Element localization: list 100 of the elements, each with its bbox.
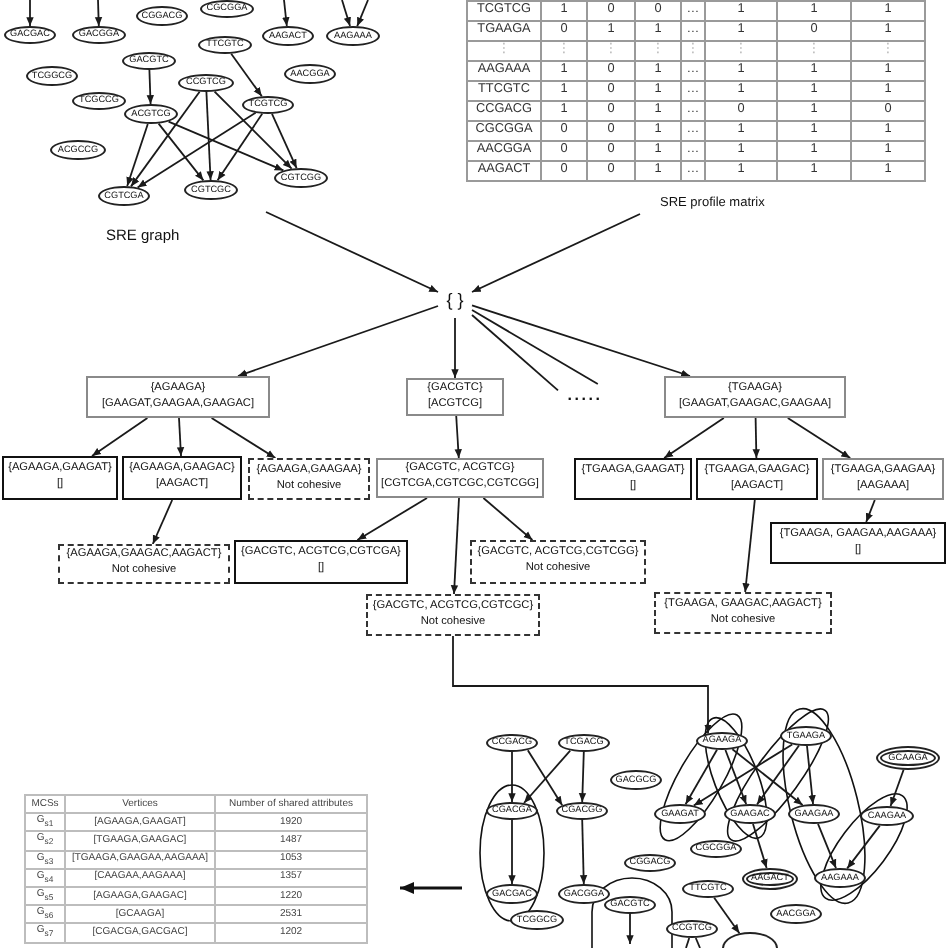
dashed-set-box (248, 458, 370, 500)
sequence-node (556, 802, 608, 820)
arrow (578, 751, 587, 803)
arrow (724, 749, 748, 806)
arrow (205, 91, 214, 181)
sequence-node (98, 186, 150, 206)
double-ring-node (876, 746, 940, 770)
sequence-node (510, 910, 564, 930)
connector-line (471, 314, 559, 392)
arrow (230, 52, 263, 98)
sequence-node (604, 896, 656, 914)
arrow (167, 120, 285, 172)
arrow (126, 123, 149, 187)
sequence-node (274, 168, 328, 188)
arrow (26, 0, 34, 27)
sequence-node (558, 734, 610, 752)
sequence-node (860, 806, 914, 826)
arrow (265, 211, 439, 293)
arrow (271, 112, 298, 170)
sequence-node (184, 180, 238, 200)
arrow (151, 499, 174, 545)
arrow (482, 497, 534, 541)
sequence-node (770, 904, 822, 924)
sequence-node (178, 74, 234, 92)
arrow (450, 497, 460, 595)
set-box (376, 458, 544, 498)
sequence-node (122, 52, 176, 70)
set-box (664, 376, 846, 418)
arrow (817, 822, 837, 870)
sequence-node (486, 884, 538, 904)
arrow (471, 304, 691, 377)
sequence-node (486, 802, 538, 820)
dashed-set-box (654, 592, 832, 634)
arrow (216, 112, 264, 182)
dashed-set-box (470, 540, 646, 584)
arrow (136, 111, 257, 189)
sequence-node (200, 0, 254, 18)
ellipsis-text: ..... (558, 384, 612, 406)
arrow (752, 823, 768, 869)
arrow (176, 417, 185, 457)
arrow (756, 744, 800, 806)
arrow (508, 819, 516, 885)
sequence-node (682, 880, 734, 898)
sequence-node (242, 96, 294, 114)
arrow (889, 768, 905, 807)
arrow (523, 749, 572, 804)
arrow (454, 415, 462, 459)
set-box (406, 378, 504, 416)
sequence-node (724, 804, 776, 824)
connector-line (694, 937, 701, 948)
sequence-node (690, 840, 742, 858)
arrow (282, 0, 290, 27)
arrow (213, 90, 293, 170)
sequence-node (654, 804, 706, 824)
arrow (237, 305, 439, 377)
arrow (146, 69, 154, 105)
arrow (210, 417, 277, 459)
sequence-node (50, 140, 106, 160)
sequence-node (4, 26, 56, 44)
arrow (94, 0, 103, 27)
sequence-node (262, 26, 314, 46)
arrow (713, 896, 741, 935)
sequence-node (26, 66, 78, 86)
arrow (786, 417, 852, 459)
arrow (806, 745, 816, 805)
dashed-set-box (58, 544, 230, 584)
double-ring-node (742, 868, 798, 890)
arrow (452, 635, 712, 735)
arrow (663, 417, 725, 459)
arrow (684, 748, 718, 806)
arrow (692, 743, 794, 807)
bold-set-box (696, 458, 818, 500)
arrow (157, 122, 205, 182)
arrow (731, 748, 804, 806)
bold-set-box (574, 458, 692, 500)
sequence-node (558, 884, 610, 904)
arrow (742, 499, 756, 593)
sequence-node (136, 6, 188, 26)
bold-set-box (234, 540, 408, 584)
sequence-node (814, 868, 866, 888)
connector-line (471, 309, 599, 385)
sequence-node (326, 26, 380, 46)
set-box (822, 458, 944, 500)
arrow (91, 417, 149, 457)
arrow (341, 0, 351, 27)
sequence-node (198, 36, 252, 54)
arrow (471, 213, 641, 293)
arrow (356, 0, 369, 28)
arrow (626, 913, 634, 945)
arrow (508, 751, 516, 803)
sequence-node (624, 854, 676, 872)
arrow (451, 317, 459, 379)
sequence-node (788, 804, 840, 824)
arrow (846, 824, 881, 870)
arrow (579, 819, 588, 885)
bold-set-box (122, 456, 242, 500)
set-box (86, 376, 270, 418)
sequence-node (124, 104, 178, 124)
bold-set-box (2, 456, 118, 500)
sequence-node (610, 770, 662, 790)
